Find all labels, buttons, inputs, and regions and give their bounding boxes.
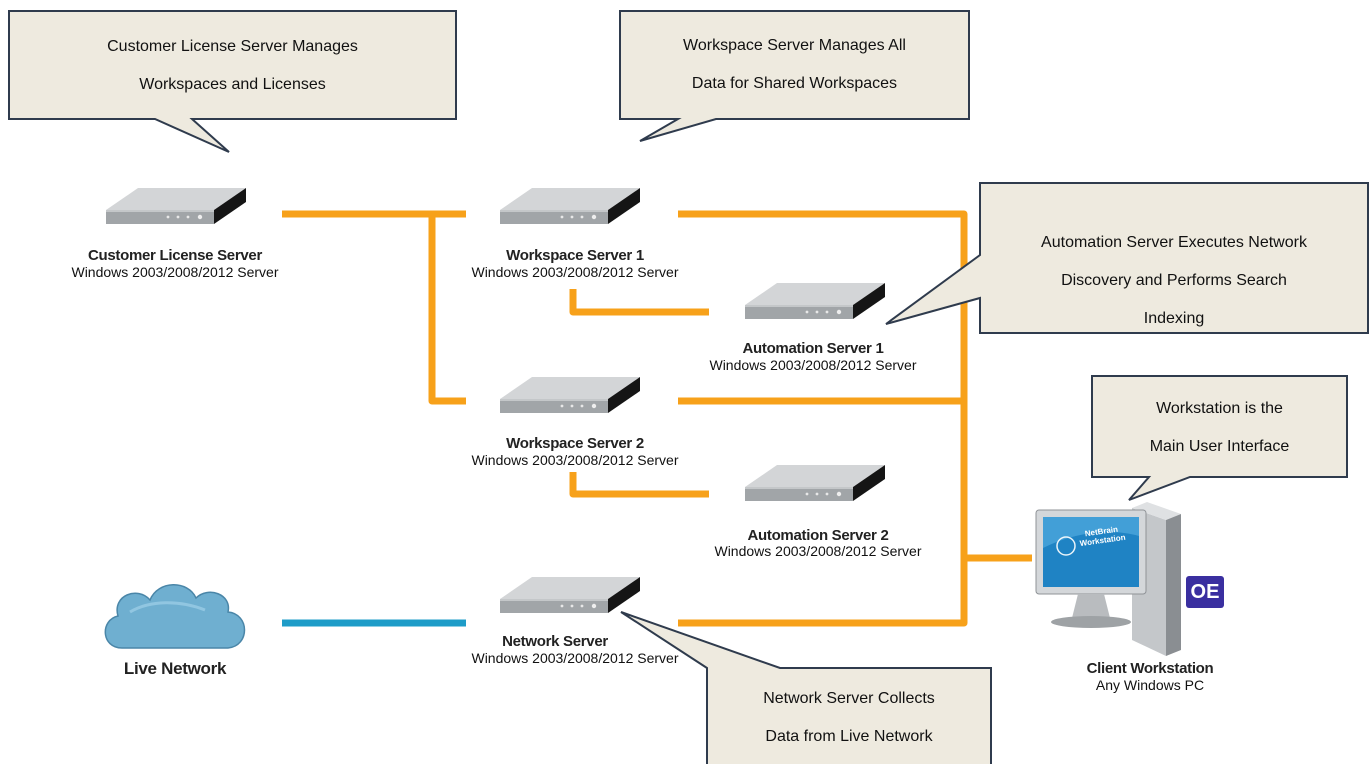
workspace-server-2-title: Workspace Server 2 (506, 435, 644, 452)
callout-network (620, 611, 992, 764)
automation-server-2-title: Automation Server 2 (747, 527, 889, 544)
workspace-server-2-subtitle: Windows 2003/2008/2012 Server (471, 452, 679, 468)
customer-license-server-title: Customer License Server (87, 247, 263, 264)
server-icon (745, 283, 885, 319)
network-server-title: Network Server (502, 633, 608, 650)
link-workspace1-bus (678, 210, 968, 627)
callout-customer-license (8, 10, 457, 153)
workstation-icon (1035, 502, 1181, 656)
link-workspace1-automation1 (569, 289, 709, 316)
cloud-icon (104, 584, 246, 649)
client-workstation-title: Client Workstation (1086, 660, 1214, 677)
server-icon (500, 377, 640, 413)
callout-network-text: Network Server Collects Data from Live N… (763, 690, 935, 745)
callout-workspace (619, 10, 970, 142)
callout-workspace-text: Workspace Server Manages All Data for Sh… (683, 37, 906, 92)
client-workstation-subtitle: Any Windows PC (1095, 677, 1205, 693)
callout-automation-text: Automation Server Executes Network Disco… (1041, 234, 1307, 327)
server-icon (745, 465, 885, 501)
live-network-title: Live Network (123, 659, 227, 678)
link-license-workspace2 (428, 214, 466, 405)
server-icon (500, 577, 640, 613)
callout-workstation (1091, 375, 1348, 501)
callout-automation (885, 182, 1369, 334)
workspace-server-1-subtitle: Windows 2003/2008/2012 Server (471, 264, 679, 280)
customer-license-server-subtitle: Windows 2003/2008/2012 Server (71, 264, 279, 280)
server-icon (500, 188, 640, 224)
network-server-subtitle: Windows 2003/2008/2012 Server (471, 650, 679, 666)
server-icon (106, 188, 246, 224)
links-orange (282, 210, 1032, 627)
workspace-server-1-title: Workspace Server 1 (506, 247, 644, 264)
automation-server-1-title: Automation Server 1 (742, 340, 884, 357)
link-workspace2-automation2 (569, 472, 709, 498)
callout-customer-license-text: Customer License Server Manages Workspac… (107, 38, 358, 93)
automation-server-2-subtitle: Windows 2003/2008/2012 Server (714, 543, 922, 559)
automation-server-1-subtitle: Windows 2003/2008/2012 Server (709, 357, 917, 373)
callout-workstation-text: Workstation is the Main User Interface (1149, 400, 1290, 455)
oe-badge: OE (1186, 576, 1224, 608)
